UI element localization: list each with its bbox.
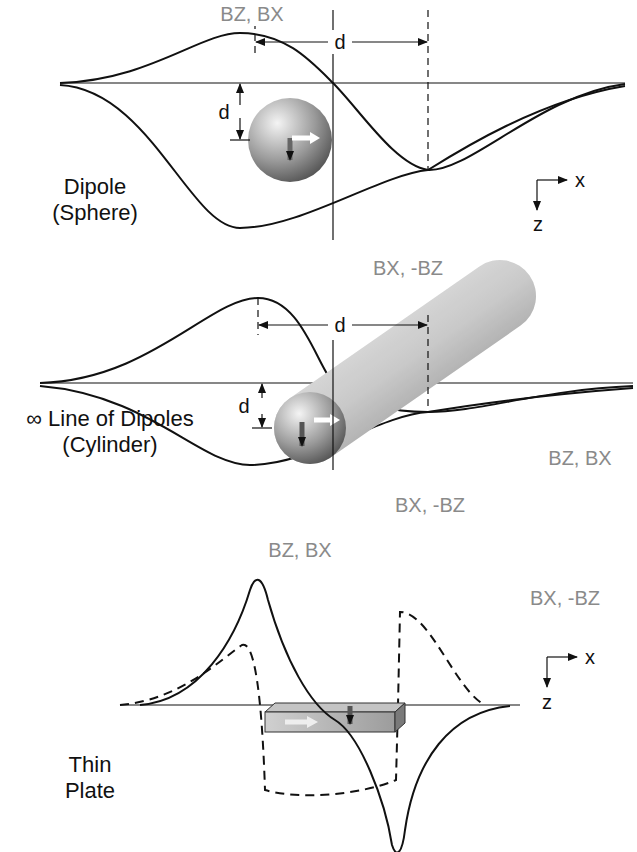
axis-label: x: [583, 645, 597, 669]
panel-title: Dipole (Sphere): [43, 174, 147, 227]
axis-label: x: [573, 168, 587, 192]
curve-label: BX, -BZ: [371, 256, 445, 280]
curve-label: BX, -BZ: [528, 586, 602, 610]
panel-title: ∞ Line of Dipoles (Cylinder): [3, 406, 217, 459]
curve-label: BX, -BZ: [393, 493, 467, 517]
dimension-label: d: [332, 30, 347, 54]
curve-label: BZ, BX: [546, 446, 613, 470]
dimension-label: d: [332, 313, 347, 337]
dimension-label: d: [216, 100, 231, 124]
axis-label: z: [540, 690, 554, 714]
curve-label: BZ, BX: [218, 2, 285, 26]
panel-title: Thin Plate: [48, 752, 132, 805]
curve-label: BZ, BX: [266, 538, 333, 562]
axis-label: z: [531, 212, 545, 236]
dimension-label: d: [236, 394, 251, 418]
